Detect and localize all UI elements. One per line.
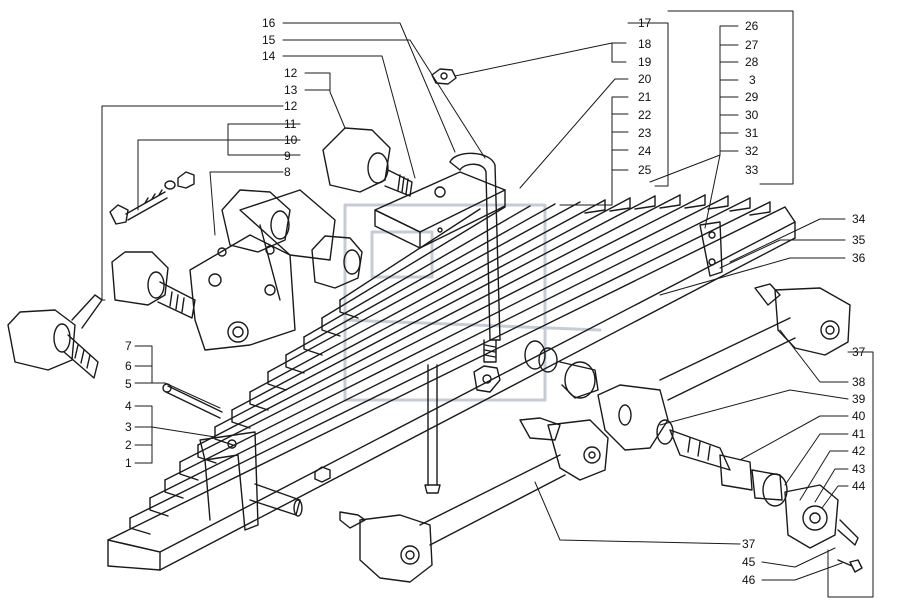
rubber-block-mid (221, 189, 291, 253)
rod-end-left (7, 294, 103, 379)
callout-44: 44 (852, 479, 866, 493)
callout-12-upper: 12 (284, 66, 298, 80)
callout-13: 13 (284, 83, 298, 97)
callout-15: 15 (262, 33, 276, 47)
callout-46: 46 (742, 573, 756, 587)
spring-clamp-right (699, 221, 723, 277)
callout-9: 9 (284, 149, 291, 163)
callout-40: 40 (852, 409, 866, 423)
callout-1: 1 (125, 456, 132, 470)
small-bolt (837, 559, 863, 573)
nut-top (431, 68, 457, 85)
callout-42: 42 (852, 444, 866, 458)
callout-16: 16 (262, 16, 276, 30)
callout-30: 30 (745, 108, 759, 122)
callout-26: 26 (745, 19, 759, 33)
leaf-spring (107, 194, 796, 571)
callout-39: 39 (852, 392, 866, 406)
callout-10: 10 (284, 133, 298, 147)
callout-29: 29 (745, 90, 759, 104)
long-bolt (424, 364, 441, 494)
u-bolt-nut (473, 365, 501, 393)
callout-25: 25 (638, 163, 652, 177)
callout-37-lower: 37 (742, 537, 756, 551)
rubber-block-right (311, 235, 363, 289)
rubber-block-upper (322, 127, 413, 197)
reaction-rod-upper (597, 283, 851, 451)
callout-12-lower: 12 (284, 99, 298, 113)
callout-34: 34 (852, 212, 866, 226)
callout-31: 31 (745, 126, 759, 140)
spring-seat-pad (374, 171, 506, 249)
callout-6: 6 (125, 359, 132, 373)
callout-43: 43 (852, 462, 866, 476)
leader-lines (101, 10, 874, 598)
callout-19: 19 (638, 55, 652, 69)
spring-clamp-left (199, 431, 303, 531)
callout-14: 14 (262, 49, 276, 63)
callout-27: 27 (745, 38, 759, 52)
callout-37-upper: 37 (852, 345, 866, 359)
callout-2: 2 (125, 438, 132, 452)
callout-36: 36 (852, 251, 866, 265)
reaction-rod-lower (339, 417, 609, 583)
callout-41: 41 (852, 427, 866, 441)
callout-28: 28 (745, 55, 759, 69)
rod-end-mid (111, 251, 196, 319)
bolt-with-washer (109, 171, 195, 225)
callout-38: 38 (852, 375, 866, 389)
callout-5: 5 (125, 377, 132, 391)
dust-boot (524, 340, 599, 399)
callout-7: 7 (125, 339, 132, 353)
u-bolt (449, 152, 501, 363)
callout-8: 8 (284, 165, 291, 179)
callout-45: 45 (742, 555, 756, 569)
callout-24: 24 (638, 144, 652, 158)
watermark-logo (343, 203, 602, 402)
ball-pin-assembly (656, 419, 859, 549)
callout-21: 21 (638, 90, 652, 104)
spring-bracket (189, 189, 336, 351)
callout-33: 33 (745, 163, 759, 177)
callout-11: 11 (284, 117, 297, 131)
callout-23: 23 (638, 126, 652, 140)
bolt-left (162, 383, 223, 419)
callout-22: 22 (638, 108, 652, 122)
callout-35: 35 (852, 233, 866, 247)
callout-32: 32 (745, 144, 759, 158)
callout-4: 4 (125, 399, 132, 413)
callout-17: 17 (638, 16, 652, 30)
small-nut (314, 466, 331, 483)
callout-3-lower: 3 (125, 420, 132, 434)
callout-18: 18 (638, 37, 652, 51)
callout-3-upper: 3 (749, 73, 756, 87)
callout-20: 20 (638, 72, 652, 86)
